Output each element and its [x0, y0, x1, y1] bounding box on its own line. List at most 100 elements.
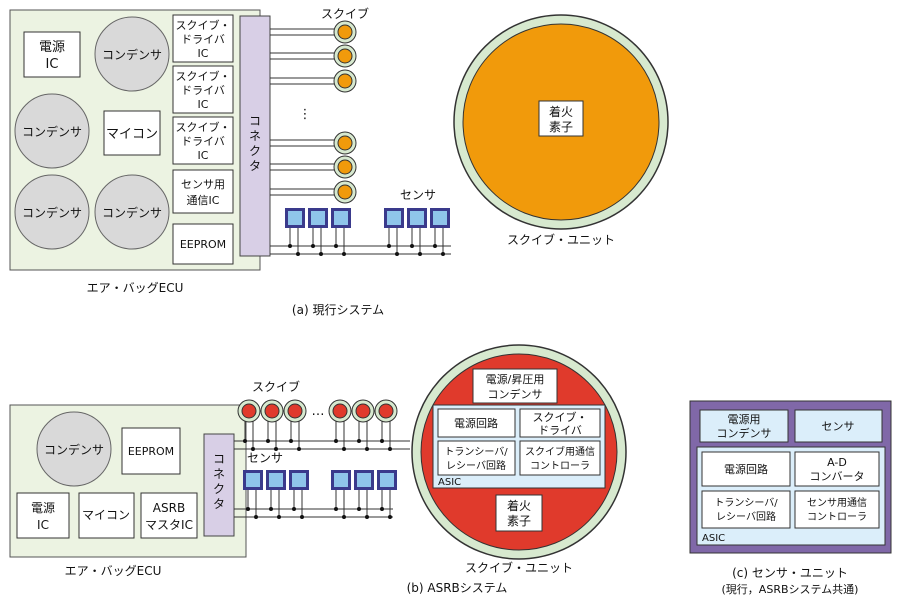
capacitor-a2-label: コンデンサ [22, 124, 82, 139]
power-ic-a-line2: IC [46, 57, 59, 72]
power-boost-line1: 電源/昇圧用 [486, 372, 545, 386]
sensor-c [794, 409, 883, 443]
squib-driver-b-line2: ドライバ [538, 424, 582, 437]
power-cap-c-line2: コンデンサ [717, 426, 772, 440]
ignition-a-line2: 素子 [549, 120, 573, 134]
section-a: 電源 IC コンデンサ コンデンサ コンデンサ コンデンサ マイコン スクイブ・… [9, 6, 669, 317]
transceiver-c-line2: レシーバ回路 [716, 510, 776, 523]
ecu-caption-a: エア・バッグECU [87, 281, 184, 295]
power-circuit-c [701, 451, 791, 487]
section-b: コンデンサ EEPROM 電源 IC マイコン ASRB マスタIC コ ネ ク… [9, 344, 627, 595]
adc-converter [794, 451, 880, 487]
squib-wires-a [270, 28, 336, 196]
eeprom-b-label: EEPROM [128, 445, 174, 458]
power-circuit-b-label: 電源回路 [454, 416, 498, 430]
power-capacitor-c [699, 409, 789, 443]
caption-a: (a) 現行システム [292, 303, 384, 317]
connector-a [239, 15, 271, 257]
capacitor-a3 [14, 174, 90, 250]
power-boost-capacitor [472, 368, 558, 404]
power-ic-b [16, 492, 70, 539]
squib-driver-a3-line2: ドライバ [181, 135, 225, 148]
sensor-label-b: センサ [247, 451, 283, 465]
squib-driver-b-line1: スクイブ・ [533, 410, 588, 424]
squib-driver-ic-a2 [172, 65, 234, 114]
squib-driver-a3-line3: IC [198, 149, 209, 162]
microcontroller-b-label: マイコン [82, 508, 130, 522]
transceiver-c [701, 490, 791, 529]
connector-a-char3: ク [249, 144, 261, 158]
capacitor-a3-label: コンデンサ [22, 205, 82, 220]
asrb-master-line2: マスタIC [145, 518, 193, 532]
connector-b-char2: ネ [213, 467, 225, 481]
connector-a-char4: タ [249, 159, 261, 173]
power-ic-a [23, 31, 81, 78]
squib-driver-a1-line3: IC [198, 47, 209, 60]
bus-junctions-a [288, 244, 445, 256]
microcontroller-a [103, 110, 161, 156]
adc-line2: コンバータ [810, 470, 865, 483]
sensor-label-a: センサ [400, 188, 436, 202]
squibs-b [237, 399, 398, 423]
sensor-bus-junctions-b [246, 507, 392, 519]
capacitor-b-label: コンデンサ [44, 442, 104, 457]
capacitor-a2 [14, 93, 90, 169]
connector-a-char2: ネ [249, 129, 261, 143]
power-ic-a-line1: 電源 [39, 40, 65, 55]
ignition-b-line1: 着火 [507, 498, 531, 513]
squib-driver-b [519, 408, 601, 438]
eeprom-b [121, 427, 181, 475]
power-ic-b-line2: IC [37, 518, 49, 532]
squib-label-a: スクイブ [321, 6, 369, 21]
squib-label-b: スクイブ [252, 379, 300, 394]
sensors-a [285, 208, 450, 228]
squib-unit-caption-a: スクイブ・ユニット [507, 232, 615, 247]
connector-a-char1: コ [249, 114, 261, 128]
power-circuit-b [437, 408, 516, 438]
squib-driver-a1-line2: ドライバ [181, 33, 225, 46]
connector-b-char4: タ [213, 497, 225, 511]
squib-bus-junctions-b [243, 439, 392, 451]
asrb-master-ic [140, 492, 198, 539]
adc-line1: A-D [827, 456, 847, 469]
connector-b [203, 433, 235, 537]
squib-driver-a1-line1: スクイブ・ [176, 18, 231, 32]
squib-bus-b [234, 420, 410, 450]
squib-comm-controller [519, 440, 601, 476]
sensor-c-label: センサ [822, 420, 855, 433]
sensor-comm-ic-a-line1: センサ用 [181, 178, 225, 191]
capacitor-b [36, 411, 112, 487]
ignition-a-line1: 着火 [549, 104, 573, 119]
asic-c-label: ASIC [702, 533, 725, 544]
ignition-b-line2: 素子 [507, 514, 531, 528]
transceiver-c-line1: トランシーバ/ [714, 497, 778, 509]
asic-b-label: ASIC [438, 477, 461, 488]
microcontroller-b [78, 492, 135, 539]
squib-ellipsis-a: ⋮ [299, 107, 312, 122]
squib-ellipsis-b: … [312, 404, 325, 419]
squib-comm-line2: コントローラ [530, 460, 590, 472]
sensor-comm-line1: センサ用通信 [807, 497, 867, 509]
power-circuit-c-label: 電源回路 [724, 462, 768, 476]
power-cap-c-line1: 電源用 [728, 412, 761, 426]
connector-b-char1: コ [213, 452, 225, 466]
microcontroller-a-label: マイコン [106, 127, 158, 142]
squib-unit-caption-b: スクイブ・ユニット [465, 560, 573, 575]
capacitor-a4 [94, 174, 170, 250]
ignition-element-a [538, 100, 584, 137]
sensors-b [243, 470, 397, 490]
capacitor-a4-label: コンデンサ [102, 205, 162, 220]
squib-driver-ic-a1 [172, 14, 234, 63]
sensor-bus-a [270, 228, 451, 255]
capacitor-a1-label: コンデンサ [102, 47, 162, 62]
transceiver-b [437, 440, 516, 476]
sensor-comm-controller [794, 490, 880, 529]
connector-b-char3: ク [213, 482, 225, 496]
squibs-a [333, 20, 357, 204]
power-boost-line2: コンデンサ [488, 387, 543, 401]
squib-driver-a2-line3: IC [198, 98, 209, 111]
squib-driver-a2-line2: ドライバ [181, 84, 225, 97]
squib-driver-a2-line1: スクイブ・ [176, 69, 231, 83]
sensor-comm-line2: コントローラ [807, 511, 867, 523]
